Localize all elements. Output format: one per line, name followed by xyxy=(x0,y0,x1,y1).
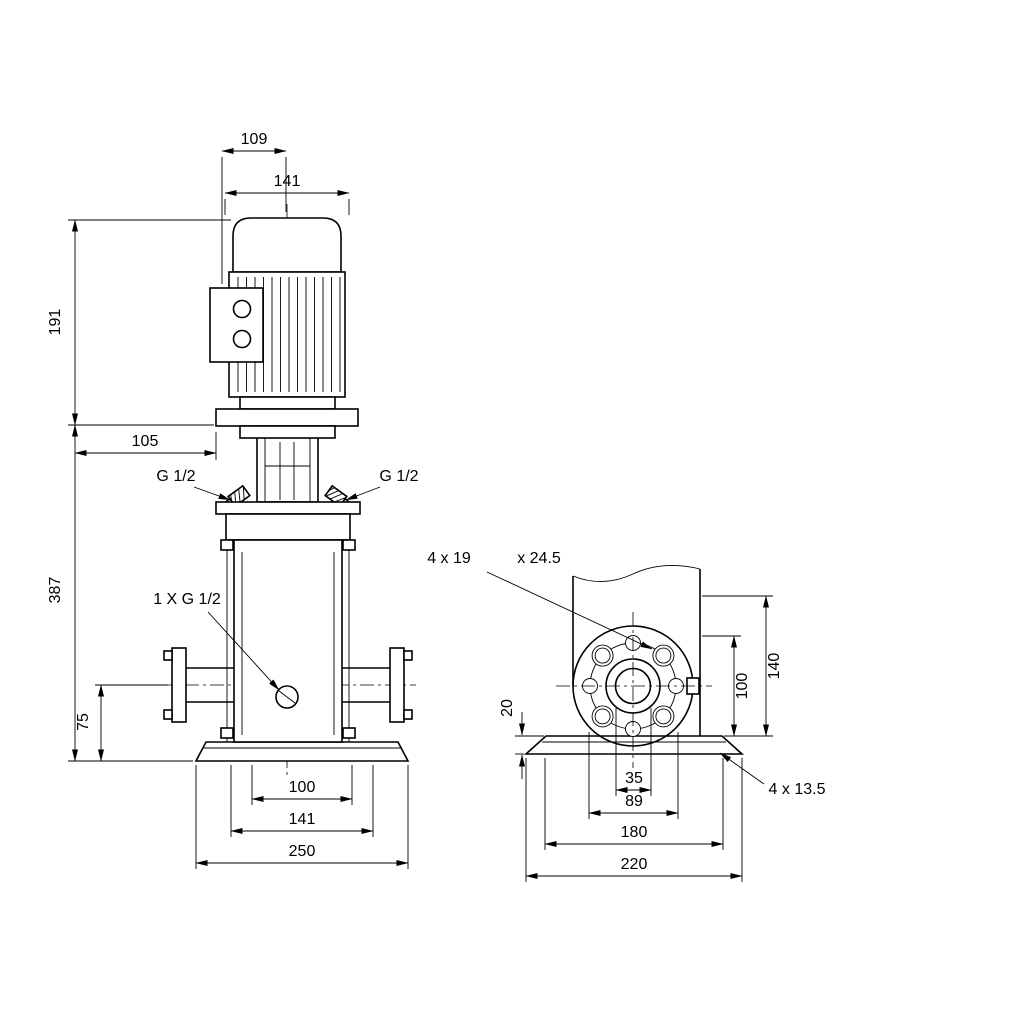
port-label-right: G 1/2 xyxy=(379,468,418,485)
bolt-hole xyxy=(655,647,672,664)
terminal-box xyxy=(209,287,264,363)
drain-port-label: 1 X G 1/2 xyxy=(153,591,221,608)
dim-191-label: 191 xyxy=(47,309,64,336)
front-view xyxy=(160,204,416,775)
flange-holes-label: 4 x 19 xyxy=(427,550,471,567)
dim-20-label: 20 xyxy=(499,699,516,717)
side-dimensions: 4 x 19 x 24.5 20 100 140 4 x 13.5 35 89 xyxy=(427,550,826,882)
pump-body-side xyxy=(572,565,701,736)
staybolt-nut xyxy=(342,727,356,739)
dim-75-label: 75 xyxy=(75,713,92,731)
dim-35-label: 35 xyxy=(625,770,643,787)
dim-141-bottom-label: 141 xyxy=(289,811,316,828)
dim-250-label: 250 xyxy=(289,843,316,860)
base-holes-label: 4 x 13.5 xyxy=(769,781,826,798)
dim-105-label: 105 xyxy=(132,433,159,450)
staybolt-nut xyxy=(220,727,234,739)
cable-entry-bottom xyxy=(232,329,252,349)
dim-141-top-label: 141 xyxy=(274,173,301,190)
discharge-flange xyxy=(342,647,413,723)
bolt-hole xyxy=(594,708,611,725)
dim-100-side-label: 100 xyxy=(734,673,751,700)
dim-109-label: 109 xyxy=(241,131,268,148)
front-dimensions: 109 141 191 105 387 75 G 1/2 G 1/2 1 X G… xyxy=(47,131,419,869)
dim-140-label: 140 xyxy=(766,653,783,680)
bolt-hole xyxy=(655,708,672,725)
motor-fins xyxy=(237,277,341,392)
staybolt-nut xyxy=(342,539,356,551)
coupling-lantern xyxy=(239,425,336,503)
chamber-stack xyxy=(220,539,356,743)
dim-387-label: 387 xyxy=(47,577,64,604)
dim-100-bottom-label: 100 xyxy=(289,779,316,796)
bolt-hole xyxy=(594,647,611,664)
flange-counterbore-label: x 24.5 xyxy=(517,550,561,567)
staybolt-nut xyxy=(220,539,234,551)
base-front xyxy=(194,741,410,762)
motor xyxy=(209,217,359,427)
base-side xyxy=(523,735,745,755)
motor-neck xyxy=(239,396,336,410)
pump-head xyxy=(215,484,361,541)
dim-89-label: 89 xyxy=(625,793,643,810)
drain-plug xyxy=(275,685,299,709)
flange-face xyxy=(572,625,700,747)
side-view xyxy=(523,565,745,768)
port-label-left: G 1/2 xyxy=(156,468,195,485)
motor-stool-flange xyxy=(215,408,359,427)
dim-220-label: 220 xyxy=(621,856,648,873)
suction-flange xyxy=(163,647,234,723)
dim-180-label: 180 xyxy=(621,824,648,841)
cable-entry-top xyxy=(232,299,252,319)
